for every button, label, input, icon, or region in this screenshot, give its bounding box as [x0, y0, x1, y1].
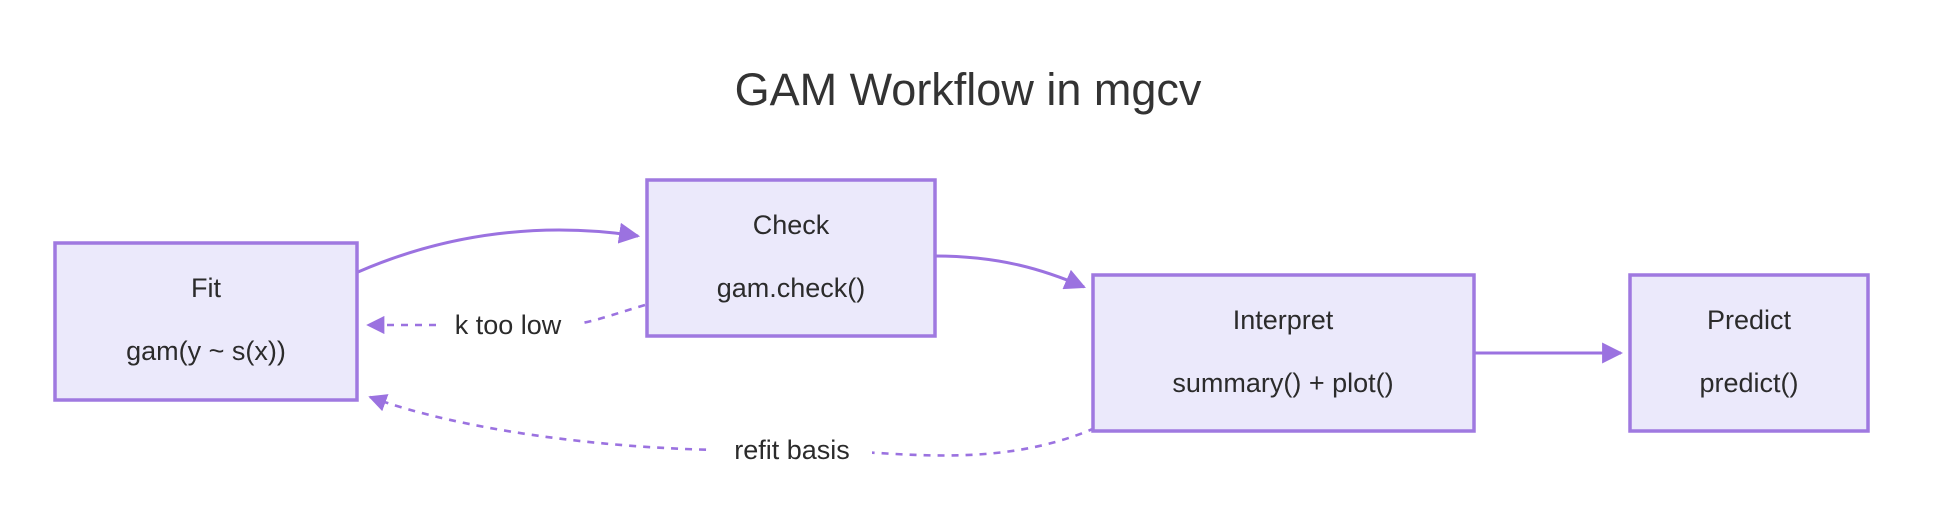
edge-check-to-interpret	[934, 254, 1086, 290]
node-predict-title: Predict	[1707, 305, 1792, 335]
node-interpret-title: Interpret	[1233, 305, 1334, 335]
node-check-box[interactable]	[645, 178, 937, 338]
node-check-title: Check	[753, 210, 830, 240]
node-interpret[interactable]: Interpret summary() + plot()	[1091, 273, 1476, 433]
node-fit-box[interactable]	[53, 241, 359, 402]
edge-label-refit-basis: refit basis	[734, 435, 850, 465]
node-interpret-box[interactable]	[1091, 273, 1476, 433]
node-predict-box[interactable]	[1628, 273, 1870, 433]
node-fit[interactable]: Fit gam(y ~ s(x))	[53, 241, 359, 402]
node-predict[interactable]: Predict predict()	[1628, 273, 1870, 433]
node-check-code: gam.check()	[717, 273, 866, 303]
node-fit-title: Fit	[191, 273, 221, 303]
edge-label-backdrop-k-too-low	[438, 305, 578, 345]
diagram-title: GAM Workflow in mgcv	[735, 64, 1202, 115]
edge-interpret-to-fit: refit basis	[368, 394, 1096, 472]
edge-fit-to-check	[357, 222, 641, 274]
node-fit-code: gam(y ~ s(x))	[126, 336, 286, 366]
edge-label-backdrop-refit-basis	[712, 430, 872, 472]
edge-label-k-too-low: k too low	[455, 310, 562, 340]
edge-check-to-fit: k too low	[366, 303, 646, 345]
node-interpret-code: summary() + plot()	[1172, 368, 1393, 398]
node-check[interactable]: Check gam.check()	[645, 178, 937, 338]
node-predict-code: predict()	[1699, 368, 1798, 398]
